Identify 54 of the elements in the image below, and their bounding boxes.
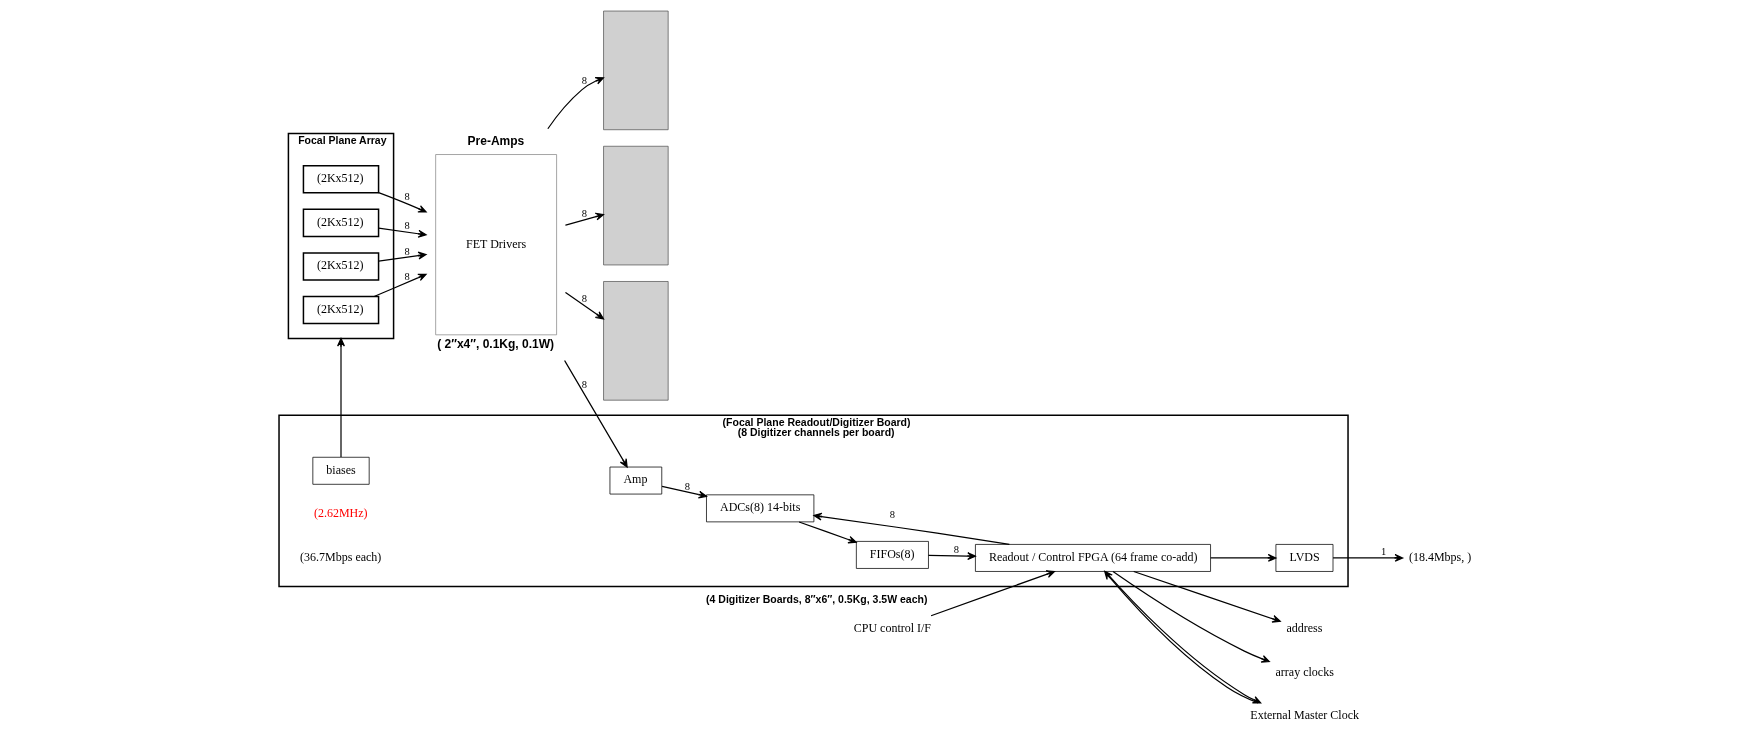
- node-text: CPU control I/F: [853, 621, 931, 636]
- arrow: [1111, 571, 1270, 663]
- node-box: FIFOs(8): [855, 541, 929, 569]
- arrow: [377, 227, 427, 238]
- arrow: [798, 521, 857, 544]
- arrow: [1331, 553, 1403, 562]
- arrow: [812, 512, 1010, 545]
- arrow: [546, 76, 604, 130]
- edge-label: 8: [581, 208, 587, 220]
- node-box: LVDS: [1275, 544, 1333, 572]
- node-box: (2Kx512): [302, 295, 379, 325]
- node-box: (2Kx512): [302, 208, 379, 238]
- arrow: [660, 485, 707, 499]
- arrow: [1209, 553, 1276, 562]
- label: (2.62MHz): [313, 506, 368, 521]
- node-text: address: [1285, 621, 1322, 636]
- node-label: ( 2″x4″, 0.1Kg, 0.1W): [436, 337, 554, 352]
- node-box: [602, 145, 669, 266]
- node-box: [602, 10, 669, 131]
- edge-label: 8: [403, 271, 410, 283]
- edge-label: 1: [1380, 546, 1386, 558]
- label: (36.7Mbps each): [299, 549, 381, 564]
- edge-label: 8: [403, 245, 410, 257]
- node-box: (2Kx512): [302, 252, 379, 281]
- edge-label: 8: [581, 75, 587, 87]
- arrow: [564, 291, 604, 320]
- node-text: (18.4Mbps, ): [1408, 549, 1471, 564]
- node-box: biases: [311, 456, 370, 485]
- edge-label: 8: [581, 292, 587, 304]
- node-label: Pre-Amps: [467, 134, 524, 149]
- node-box: Readout / Control FPGA (64 frame co-add): [974, 544, 1211, 572]
- arrow: [377, 192, 427, 213]
- edge-label: 8: [581, 379, 587, 391]
- node-box: Amp: [609, 466, 662, 495]
- node-text: External Master Clock: [1249, 708, 1359, 723]
- arrow: [377, 251, 427, 262]
- arrow: [564, 212, 604, 226]
- node-box: FET Drivers: [434, 154, 557, 336]
- arrow: [373, 273, 427, 298]
- arrow: [927, 552, 976, 561]
- node-box: [602, 281, 669, 401]
- arrow: [929, 570, 1055, 617]
- edge-label: 8: [953, 543, 959, 555]
- node-box: ADCs(8) 14-bits: [705, 494, 814, 523]
- edge-label: 8: [684, 480, 690, 492]
- node-label: (4 Digitizer Boards, 8″x6″, 0.5Kg, 3.5W each): [705, 593, 927, 606]
- arrow: [336, 337, 345, 458]
- node-box: (2Kx512): [302, 165, 379, 194]
- edge-label: 8: [403, 191, 410, 203]
- arrow: [1132, 570, 1281, 623]
- edge-label: 8: [889, 508, 895, 520]
- arrow: [563, 359, 628, 468]
- node-text: array clocks: [1275, 664, 1334, 679]
- edge-label: 8: [403, 220, 410, 232]
